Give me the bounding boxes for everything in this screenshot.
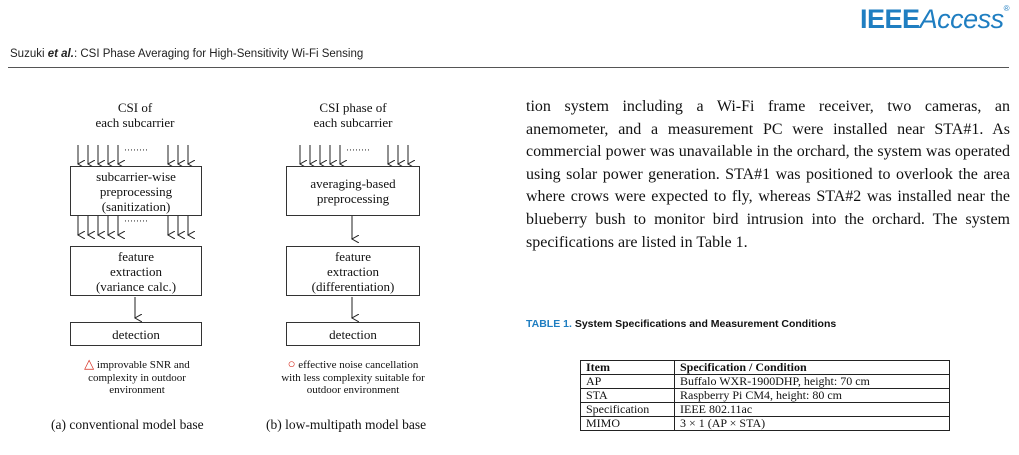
- left-subcaption: (a) conventional model base: [51, 417, 204, 432]
- left-feature-box: feature extraction (variance calc.): [70, 246, 202, 296]
- left-note-line1: improvable SNR and: [96, 359, 190, 371]
- triangle-icon: △: [84, 356, 95, 371]
- table-header-spec: Specification / Condition: [674, 360, 950, 375]
- body-paragraph: tion system including a Wi-Fi frame rece…: [526, 98, 1010, 251]
- right-input-label: CSI phase of each subcarrier: [288, 100, 418, 130]
- right-note-line2: with less complexity suitable for: [281, 371, 425, 384]
- table-header-item: Item: [580, 360, 675, 375]
- right-top-dots: ········: [346, 145, 370, 155]
- left-input-line1: CSI of: [117, 100, 153, 115]
- left-note-line3: environment: [109, 384, 165, 396]
- right-note: ○ effective noise cancellation with less…: [268, 356, 438, 397]
- header-rule: [8, 67, 1009, 68]
- right-note-line3: outdoor environment: [306, 384, 400, 396]
- left-box1-line2: preprocessing: [99, 183, 173, 199]
- right-feature-box: feature extraction (differentiation): [286, 246, 420, 296]
- table-cell: Raspberry Pi CM4, height: 80 cm: [674, 388, 950, 403]
- left-mid-dots: ········: [124, 216, 148, 226]
- header-separator: :: [73, 48, 81, 60]
- table-cell: Buffalo WXR-1900DHP, height: 70 cm: [674, 374, 950, 389]
- table-label: TABLE 1.: [526, 318, 572, 330]
- left-note-line2: complexity in outdoor: [88, 371, 186, 384]
- left-box2-line3: (variance calc.): [95, 278, 177, 294]
- table-row: STA Raspberry Pi CM4, height: 80 cm: [580, 388, 950, 403]
- table-cell: STA: [580, 388, 675, 403]
- right-input-line1: CSI phase of: [319, 100, 387, 115]
- left-top-dots: ········: [124, 145, 148, 155]
- table-header-row: Item Specification / Condition: [580, 360, 950, 375]
- right-box2-line3: (differentiation): [311, 278, 395, 294]
- right-box1-line1: averaging-based: [310, 176, 396, 191]
- spec-table: Item Specification / Condition AP Buffal…: [580, 360, 950, 431]
- logo-access: Access: [919, 4, 1005, 34]
- table-cell: AP: [580, 374, 675, 389]
- logo-trademark: ®: [1003, 4, 1010, 13]
- circle-icon: ○: [287, 356, 296, 371]
- table-cell: IEEE 802.11ac: [674, 402, 950, 417]
- right-box2-line2: extraction: [327, 263, 379, 279]
- right-preprocessing-box: averaging-based preprocessing: [286, 166, 420, 216]
- header-title: CSI Phase Averaging for High-Sensitivity…: [80, 48, 364, 60]
- left-box1-line3: (sanitization): [101, 198, 171, 214]
- left-input-label: CSI of each subcarrier: [70, 100, 200, 130]
- right-detection-box: detection: [286, 322, 420, 346]
- right-note-line1: effective noise cancellation: [298, 359, 419, 371]
- left-box2-line1: feature: [117, 248, 155, 264]
- table-cell: Specification: [580, 402, 675, 417]
- header-author: Suzuki: [10, 48, 45, 60]
- table-cell: 3 × 1 (AP × STA): [674, 416, 950, 431]
- figure-arrows: [0, 145, 520, 455]
- table-caption: TABLE 1. System Specifications and Measu…: [526, 318, 836, 330]
- right-subcaption: (b) low-multipath model base: [266, 417, 427, 432]
- right-box2-line1: feature: [334, 248, 372, 264]
- left-detection-box: detection: [70, 322, 202, 346]
- table-caption-text: System Specifications and Measurement Co…: [574, 318, 837, 330]
- header-etal: et al.: [47, 48, 74, 60]
- running-header: Suzuki et al.: CSI Phase Averaging for H…: [10, 48, 363, 60]
- table-row: AP Buffalo WXR-1900DHP, height: 70 cm: [580, 374, 950, 389]
- right-box1-line2: preprocessing: [316, 191, 390, 206]
- left-note: △ improvable SNR and complexity in outdo…: [67, 356, 207, 397]
- left-preprocessing-box: subcarrier-wise preprocessing (sanitizat…: [70, 166, 202, 216]
- logo-ieee: IEEE: [860, 4, 920, 34]
- ieee-access-logo: IEEEAccess®: [860, 4, 1010, 35]
- left-box2-line2: extraction: [110, 263, 162, 279]
- table-cell: MIMO: [580, 416, 675, 431]
- left-input-line2: each subcarrier: [95, 115, 175, 130]
- right-input-line2: each subcarrier: [313, 115, 393, 130]
- table-row: MIMO 3 × 1 (AP × STA): [580, 416, 950, 431]
- left-box1-line1: subcarrier-wise: [96, 168, 176, 184]
- table-row: Specification IEEE 802.11ac: [580, 402, 950, 417]
